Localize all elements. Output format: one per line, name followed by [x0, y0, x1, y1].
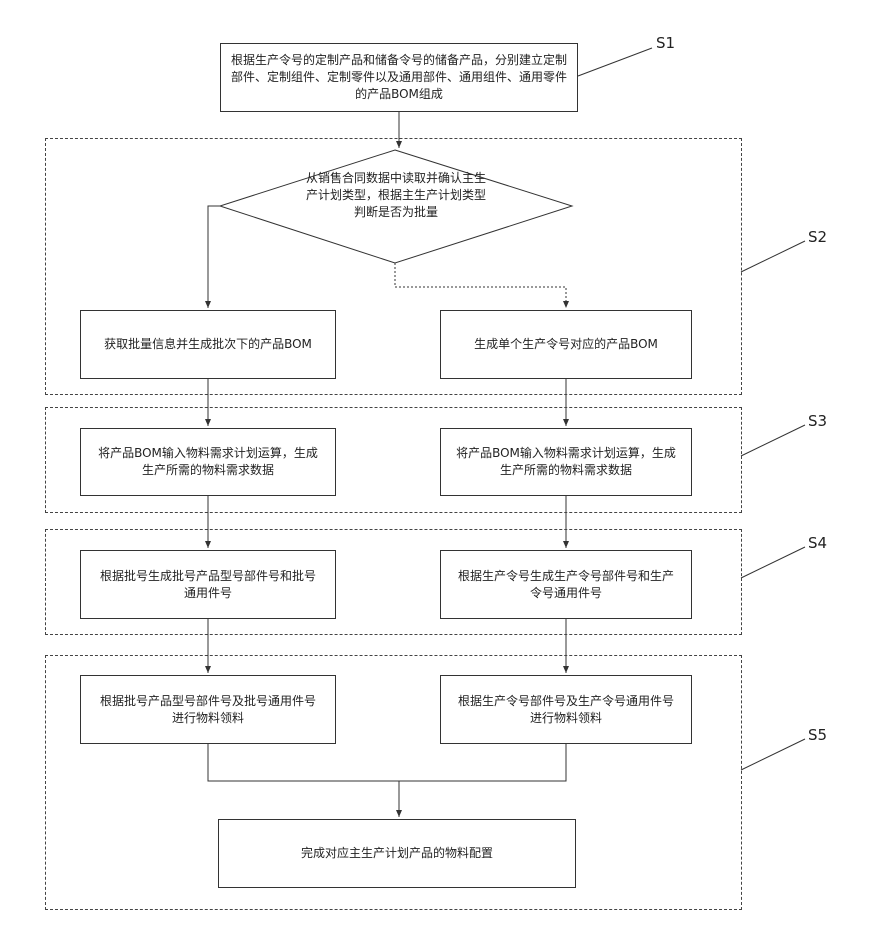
leader-s4: [741, 547, 805, 578]
leader-s5: [741, 739, 805, 770]
s5-left-box: 根据批号产品型号部件号及批号通用件号进行物料领料: [80, 675, 336, 744]
s4-left-box: 根据批号生成批号产品型号部件号和批号通用件号: [80, 550, 336, 619]
leader-s2: [741, 241, 805, 272]
final-box: 完成对应主生产计划产品的物料配置: [218, 819, 576, 888]
decision-text: 从销售合同数据中读取并确认主生产计划类型，根据主生产计划类型判断是否为批量: [306, 170, 486, 221]
s5-right-box: 根据生产令号部件号及生产令号通用件号进行物料领料: [440, 675, 692, 744]
step-label-s3: S3: [808, 412, 827, 430]
leader-s3: [741, 425, 805, 456]
step-label-s2: S2: [808, 228, 827, 246]
step-label-s5: S5: [808, 726, 827, 744]
step-s1-box: 根据生产令号的定制产品和储备令号的储备产品，分别建立定制部件、定制组件、定制零件…: [220, 43, 578, 112]
s3-right-box: 将产品BOM输入物料需求计划运算，生成生产所需的物料需求数据: [440, 428, 692, 496]
s3-left-box: 将产品BOM输入物料需求计划运算，生成生产所需的物料需求数据: [80, 428, 336, 496]
s2-left-box: 获取批量信息并生成批次下的产品BOM: [80, 310, 336, 379]
step-label-s4: S4: [808, 534, 827, 552]
leader-s1: [578, 48, 652, 76]
step-label-s1: S1: [656, 34, 675, 52]
s2-right-box: 生成单个生产令号对应的产品BOM: [440, 310, 692, 379]
s4-right-box: 根据生产令号生成生产令号部件号和生产令号通用件号: [440, 550, 692, 619]
